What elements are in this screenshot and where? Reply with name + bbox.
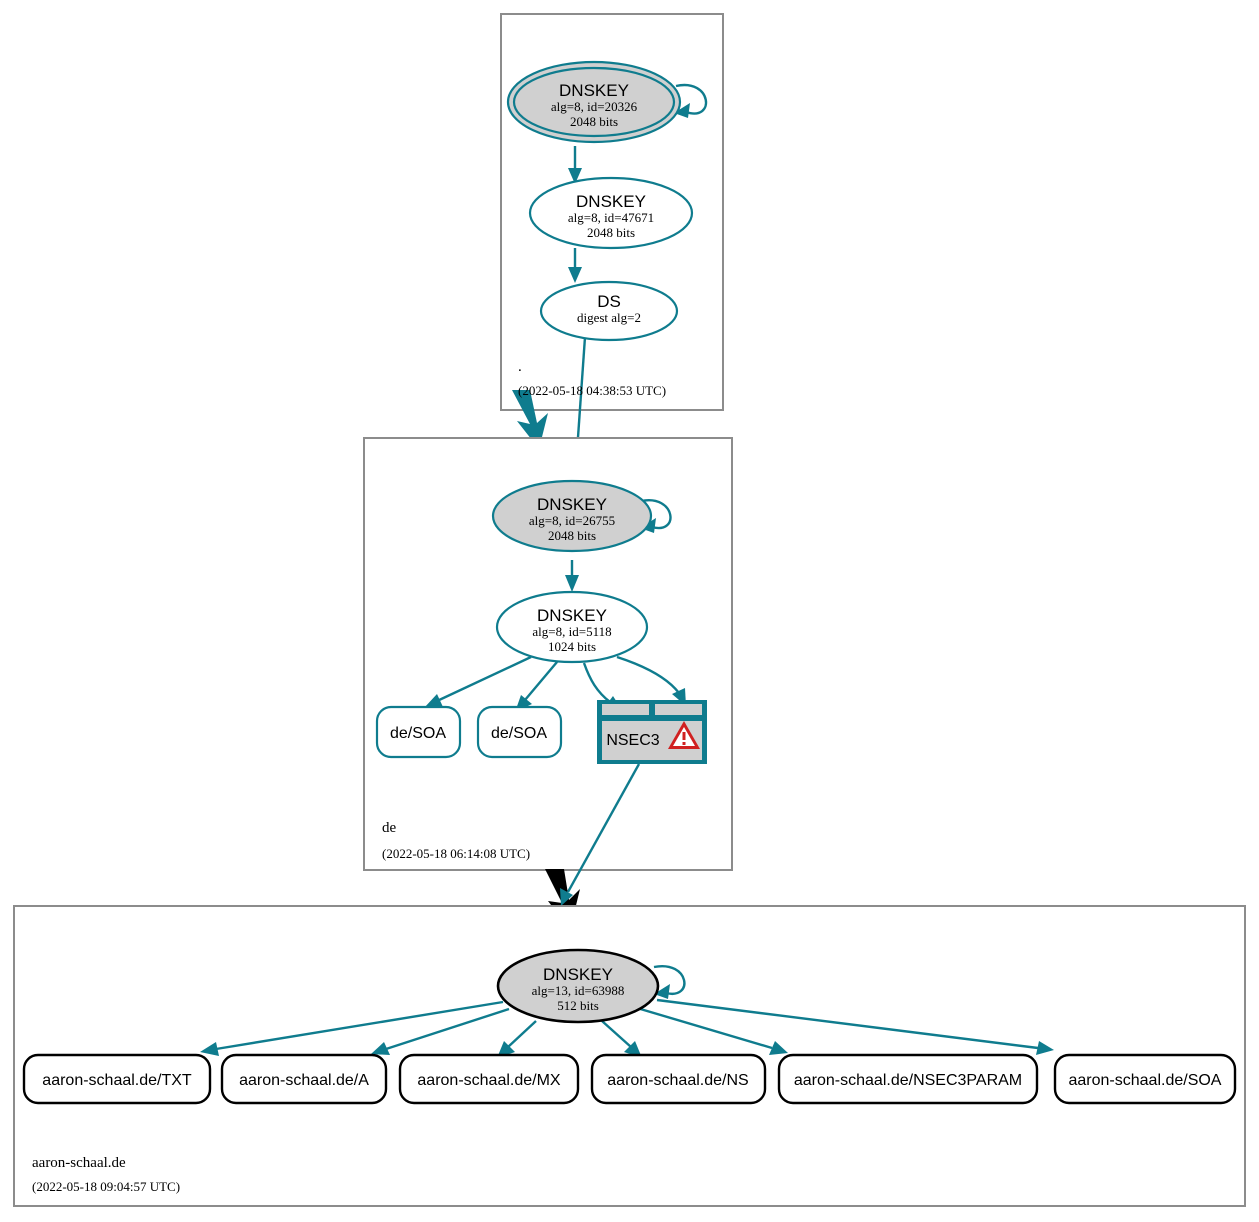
node-title: DNSKEY (543, 965, 613, 984)
rrset-label: de/SOA (390, 725, 446, 742)
edge-root-ksk-self-loop (674, 83, 708, 118)
edge-leaf-ksk-to-ns (601, 1020, 642, 1058)
rrset-box (220, 1053, 388, 1105)
node-params: alg=13, id=63988 (532, 983, 625, 998)
delegation-arrow-root-to-de (512, 390, 548, 449)
node-ellipse (528, 176, 694, 250)
node-dnskey-aaron-schaal-de[interactable]: DNSKEY alg=13, id=63988 512 bits (496, 948, 660, 1024)
node-ds-de[interactable]: DS digest alg=2 (539, 280, 679, 342)
node-keysize: 2048 bits (570, 114, 618, 129)
node-params: alg=8, id=47671 (568, 210, 654, 225)
edge-leaf-ksk-to-a (371, 1007, 510, 1055)
rrset-aaron-schaal-de-nsec3param[interactable]: aaron-schaal.de/NSEC3PARAM (777, 1053, 1039, 1105)
rrset-box (398, 1053, 580, 1105)
edge-leaf-ksk-to-nsec3param (636, 1006, 788, 1055)
zone-de: DNSKEY alg=8, id=26755 2048 bits DNSKEY … (363, 437, 733, 930)
zone-label-root: . (518, 359, 522, 375)
rrset-box (476, 705, 563, 759)
edge-root-zsk-to-ds (568, 248, 582, 283)
zone-timestamp-aaron-schaal-de: (2022-05-18 09:04:57 UTC) (32, 1179, 180, 1194)
rrset-de-soa-1[interactable]: de/SOA (375, 705, 462, 759)
edge-root-ksk-to-zsk (568, 146, 582, 184)
node-keysize: 1024 bits (548, 639, 596, 654)
rrset-label: aaron-schaal.de/NSEC3PARAM (794, 1072, 1022, 1089)
rrset-aaron-schaal-de-txt[interactable]: aaron-schaal.de/TXT (22, 1053, 212, 1105)
rrset-label: aaron-schaal.de/TXT (42, 1072, 192, 1089)
edge-de-zsk-to-soa-1 (424, 655, 532, 708)
rrset-box (375, 705, 462, 759)
rrset-aaron-schaal-de-mx[interactable]: aaron-schaal.de/MX (398, 1053, 580, 1105)
node-keysize: 512 bits (557, 998, 599, 1013)
rrset-box (777, 1053, 1039, 1105)
node-keysize: 2048 bits (587, 225, 635, 240)
rrset-label: aaron-schaal.de/MX (417, 1072, 561, 1089)
node-params: alg=8, id=26755 (529, 513, 615, 528)
rrset-label: aaron-schaal.de/SOA (1069, 1072, 1222, 1089)
node-ellipse (496, 948, 660, 1024)
node-dnskey-root-ksk[interactable]: DNSKEY alg=8, id=20326 2048 bits (506, 60, 682, 144)
node-title: DNSKEY (559, 81, 629, 100)
node-params: alg=8, id=5118 (532, 624, 611, 639)
node-dnskey-root-zsk[interactable]: DNSKEY alg=8, id=47671 2048 bits (528, 176, 694, 250)
rrset-box (590, 1053, 767, 1105)
rrset-aaron-schaal-de-soa[interactable]: aaron-schaal.de/SOA (1053, 1053, 1237, 1105)
node-ellipse (495, 590, 649, 664)
zone-aaron-schaal-de: DNSKEY alg=13, id=63988 512 bits aaron-s… (13, 905, 1246, 1207)
node-params: alg=8, id=20326 (551, 99, 638, 114)
nsec3-label: NSEC3 (606, 732, 659, 749)
node-inner-ellipse (512, 66, 676, 138)
zone-timestamp-root: (2022-05-18 04:38:53 UTC) (518, 383, 666, 398)
node-ellipse (491, 479, 653, 553)
node-ellipse (539, 280, 679, 342)
zone-timestamp-de: (2022-05-18 06:14:08 UTC) (382, 846, 530, 861)
edge-de-ksk-to-zsk (565, 560, 579, 592)
rrset-box (1053, 1053, 1237, 1105)
edge-leaf-ksk-self-loop (653, 964, 686, 999)
rrset-box (22, 1053, 212, 1105)
nsec3-header-cell-right (655, 704, 702, 715)
zone-label-de: de (382, 820, 397, 836)
edge-leaf-ksk-to-soa (656, 998, 1054, 1055)
rrset-de-soa-2[interactable]: de/SOA (476, 705, 563, 759)
edge-leaf-ksk-to-mx (497, 1020, 537, 1058)
node-keysize: 2048 bits (548, 528, 596, 543)
nsec3-header-cell-left (602, 704, 649, 715)
node-params: digest alg=2 (577, 310, 641, 325)
edge-leaf-ksk-to-txt (200, 1000, 504, 1056)
rrset-label: aaron-schaal.de/A (239, 1072, 369, 1089)
node-title: DS (597, 292, 621, 311)
node-nsec3-de[interactable]: NSEC3 (597, 700, 707, 764)
rrset-aaron-schaal-de-ns[interactable]: aaron-schaal.de/NS (590, 1053, 767, 1105)
node-dnskey-de-ksk[interactable]: DNSKEY alg=8, id=26755 2048 bits (491, 479, 653, 553)
node-title: DNSKEY (537, 606, 607, 625)
rrset-label: de/SOA (491, 725, 547, 742)
zone-label-aaron-schaal-de: aaron-schaal.de (32, 1155, 126, 1171)
node-dnskey-de-zsk[interactable]: DNSKEY alg=8, id=5118 1024 bits (495, 590, 649, 664)
edge-nsec3-to-leaf-zone (560, 763, 641, 906)
node-title: DNSKEY (537, 495, 607, 514)
rrset-label: aaron-schaal.de/NS (607, 1072, 748, 1089)
warning-icon (668, 721, 700, 749)
rrset-aaron-schaal-de-a[interactable]: aaron-schaal.de/A (220, 1053, 388, 1105)
node-title: DNSKEY (576, 192, 646, 211)
zone-root: DNSKEY alg=8, id=20326 2048 bits DNSKEY … (500, 13, 724, 481)
